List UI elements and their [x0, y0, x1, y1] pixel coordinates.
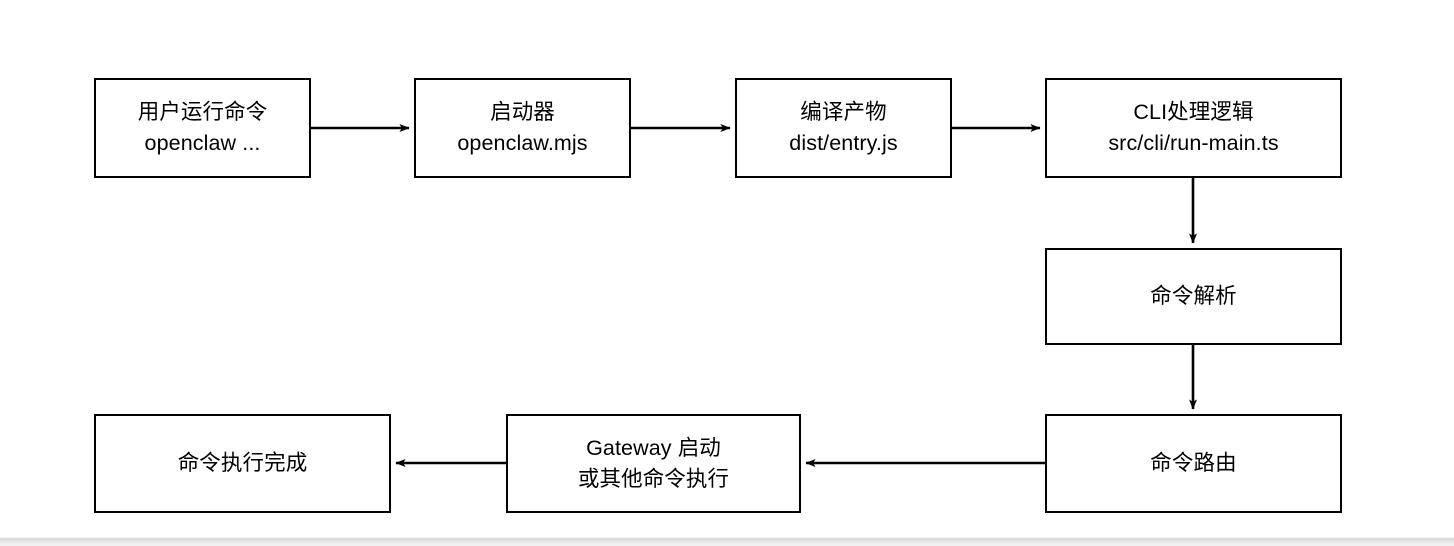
node-launcher-line-2: openclaw.mjs	[457, 131, 588, 155]
node-command-done[interactable]: 命令执行完成	[94, 414, 391, 513]
node-command-parse[interactable]: 命令解析	[1045, 248, 1342, 345]
node-cli-logic[interactable]: CLI处理逻辑 src/cli/run-main.ts	[1045, 78, 1342, 178]
node-launcher-line-1: 启动器	[490, 100, 555, 125]
node-command-route[interactable]: 命令路由	[1045, 414, 1342, 513]
node-launcher[interactable]: 启动器 openclaw.mjs	[414, 78, 631, 178]
node-command-done-line-1: 命令执行完成	[177, 451, 308, 476]
node-cli-logic-line-1: CLI处理逻辑	[1133, 100, 1254, 125]
node-gateway-exec-line-2: 或其他命令执行	[577, 466, 730, 491]
node-gateway-exec[interactable]: Gateway 启动 或其他命令执行	[506, 414, 801, 513]
node-user-command-line-1: 用户运行命令	[137, 100, 268, 125]
node-user-command-line-2: openclaw ...	[144, 131, 261, 155]
page-footer-bar	[0, 537, 1454, 546]
node-build-artifact-line-1: 编译产物	[800, 100, 887, 125]
node-build-artifact[interactable]: 编译产物 dist/entry.js	[735, 78, 952, 178]
node-command-route-line-1: 命令路由	[1150, 451, 1237, 476]
node-command-parse-line-1: 命令解析	[1150, 284, 1237, 309]
node-cli-logic-line-2: src/cli/run-main.ts	[1108, 131, 1279, 155]
node-gateway-exec-line-1: Gateway 启动	[586, 435, 721, 460]
node-build-artifact-line-2: dist/entry.js	[789, 131, 898, 155]
node-user-command[interactable]: 用户运行命令 openclaw ...	[94, 78, 311, 178]
